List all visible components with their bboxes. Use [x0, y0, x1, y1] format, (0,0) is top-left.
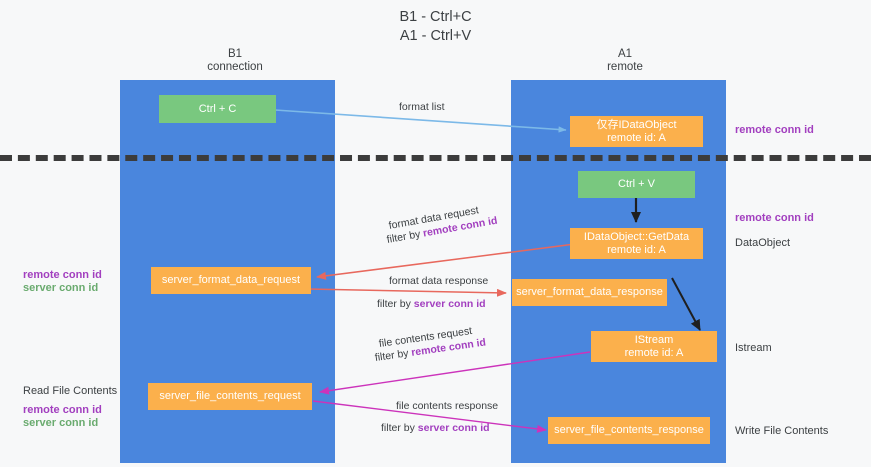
edge-label-file-contents-response-text: file contents response	[396, 400, 499, 412]
box-idataobject-line1: 仅存IDataObject	[596, 118, 677, 131]
box-server-file-contents-request[interactable]: server_file_contents_request	[148, 383, 312, 410]
box-istream[interactable]: IStream remote id: A	[591, 331, 717, 362]
box-server-format-data-request-label: server_format_data_request	[161, 274, 301, 286]
edge-label-format-data-response-filter-prefix: filter by	[377, 298, 414, 310]
box-ctrl-v-label: Ctrl + V	[618, 178, 655, 190]
box-idataobject[interactable]: 仅存IDataObject remote id: A	[570, 116, 703, 147]
note-dataobject: DataObject	[735, 236, 790, 250]
box-idataobject-line2: remote id: A	[607, 131, 666, 144]
box-idataobject-getdata[interactable]: IDataObject::GetData remote id: A	[570, 228, 703, 259]
note-left-server-conn-id-mid-text: server conn id	[23, 282, 99, 294]
note-remote-conn-id-mid-text: remote conn id	[735, 212, 814, 224]
note-istream-text: Istream	[735, 342, 772, 354]
note-left-server-conn-id-bottom: server conn id	[23, 416, 98, 430]
edge-label-file-contents-response-filter-key: server conn id	[417, 422, 490, 434]
note-remote-conn-id-top-text: remote conn id	[735, 124, 814, 136]
box-idataobject-getdata-line2: remote id: A	[607, 243, 666, 256]
note-read-file-contents-text: Read File Contents	[23, 385, 118, 397]
column-header-left-role: connection	[207, 61, 263, 73]
arrow-format-data-response	[307, 288, 507, 297]
box-server-format-data-request[interactable]: server_format_data_request	[151, 267, 311, 294]
edge-label-format-data-response-text: format data response	[389, 275, 489, 287]
note-remote-conn-id-mid: remote conn id	[735, 211, 814, 225]
note-dataobject-text: DataObject	[735, 237, 791, 249]
edge-label-file-contents-response-filter-prefix: filter by	[381, 422, 418, 434]
note-left-server-conn-id-bottom-text: server conn id	[23, 417, 99, 429]
box-server-file-contents-response-label: server_file_contents_response	[554, 424, 704, 436]
box-ctrl-c[interactable]: Ctrl + C	[159, 95, 276, 123]
page-title-line1: B1 - Ctrl+C	[399, 9, 472, 25]
edge-label-format-data-response-filter: filter by server conn id	[377, 298, 486, 311]
edge-label-format-list: format list	[399, 101, 445, 114]
note-istream: Istream	[735, 341, 772, 355]
note-left-server-conn-id-mid: server conn id	[23, 281, 98, 295]
column-header-right-name: A1	[617, 48, 633, 60]
column-header-right-role: remote	[607, 61, 643, 73]
section-divider	[0, 155, 871, 161]
box-ctrl-v[interactable]: Ctrl + V	[578, 171, 695, 198]
note-left-remote-conn-id-bottom-text: remote conn id	[23, 404, 102, 416]
edge-label-format-data-response: format data response	[389, 275, 488, 288]
box-istream-line2: remote id: A	[624, 346, 684, 359]
edge-label-file-contents-response: file contents response	[396, 400, 498, 413]
box-server-file-contents-request-label: server_file_contents_request	[159, 390, 301, 402]
box-server-file-contents-response[interactable]: server_file_contents_response	[548, 417, 710, 444]
box-server-format-data-response-label: server_format_data_response	[516, 286, 663, 298]
page-title: B1 - Ctrl+C A1 - Ctrl+V	[0, 8, 871, 46]
note-left-remote-conn-id-mid: remote conn id	[23, 268, 102, 282]
note-remote-conn-id-top: remote conn id	[735, 123, 814, 137]
note-write-file-contents-text: Write File Contents	[735, 425, 829, 437]
box-idataobject-getdata-line1: IDataObject::GetData	[583, 230, 690, 243]
note-write-file-contents: Write File Contents	[735, 424, 828, 438]
column-header-left-name: B1	[227, 48, 243, 60]
column-header-left: B1 connection	[120, 48, 350, 74]
edge-label-file-contents-response-filter: filter by server conn id	[381, 422, 490, 435]
note-left-remote-conn-id-mid-text: remote conn id	[23, 269, 102, 281]
column-header-right: A1 remote	[510, 48, 740, 74]
edge-label-format-list-text: format list	[399, 101, 445, 113]
page-title-line2: A1 - Ctrl+V	[399, 28, 472, 44]
box-ctrl-c-label: Ctrl + C	[198, 102, 237, 115]
note-read-file-contents: Read File Contents	[23, 384, 117, 398]
box-server-format-data-response[interactable]: server_format_data_response	[512, 279, 667, 306]
box-istream-line1: IStream	[634, 333, 674, 346]
edge-label-format-data-response-filter-key: server conn id	[413, 298, 486, 310]
note-left-remote-conn-id-bottom: remote conn id	[23, 403, 102, 417]
